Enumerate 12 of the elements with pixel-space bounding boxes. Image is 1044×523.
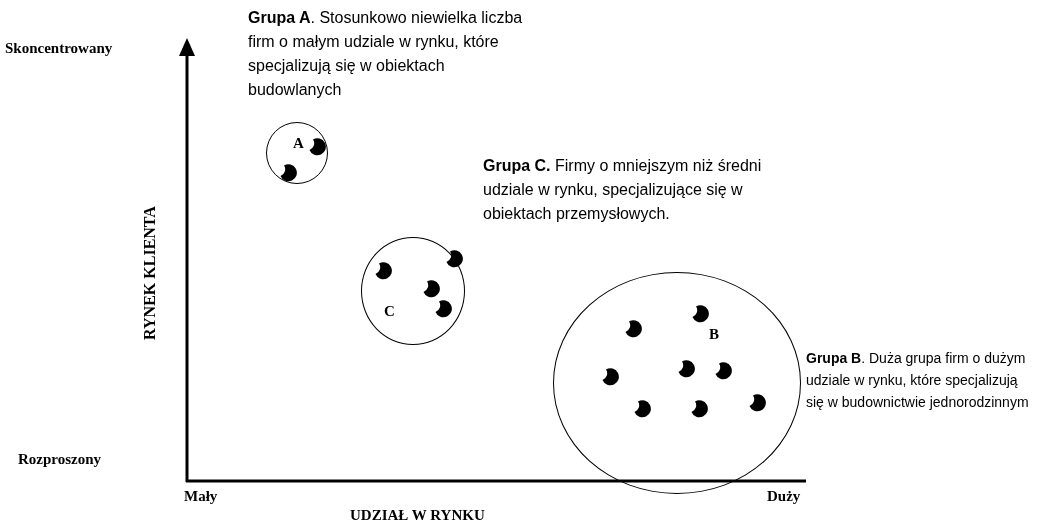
axis-label: Duży (767, 487, 801, 506)
group-letter: B (709, 327, 719, 342)
axis-title: RYNEK KLIENTA (140, 205, 159, 342)
axis-label: Skoncentrowany (5, 39, 113, 58)
group-description: Grupa C. Firmy o mniejszym niż średni udziale w rynku, specjalizujące się w obiektach przemysłowych. (483, 156, 763, 224)
axis-title: UDZIAŁ W RYNKU (350, 506, 485, 523)
axis-label: Mały (184, 487, 218, 506)
group-description: Grupa A. Stosunkowo niewielka liczba firm o małym udziale w rynku, które specjalizują się w obiektach budowlanych (248, 8, 524, 100)
axis-label: Rozproszony (18, 450, 102, 469)
group-letter: C (384, 304, 395, 319)
group-letter: A (293, 136, 304, 151)
group-description: Grupa B. Duża grupa firm o dużym udziale w rynku, które specjalizują się w budownictwie jednorodzinnym (806, 349, 1030, 412)
